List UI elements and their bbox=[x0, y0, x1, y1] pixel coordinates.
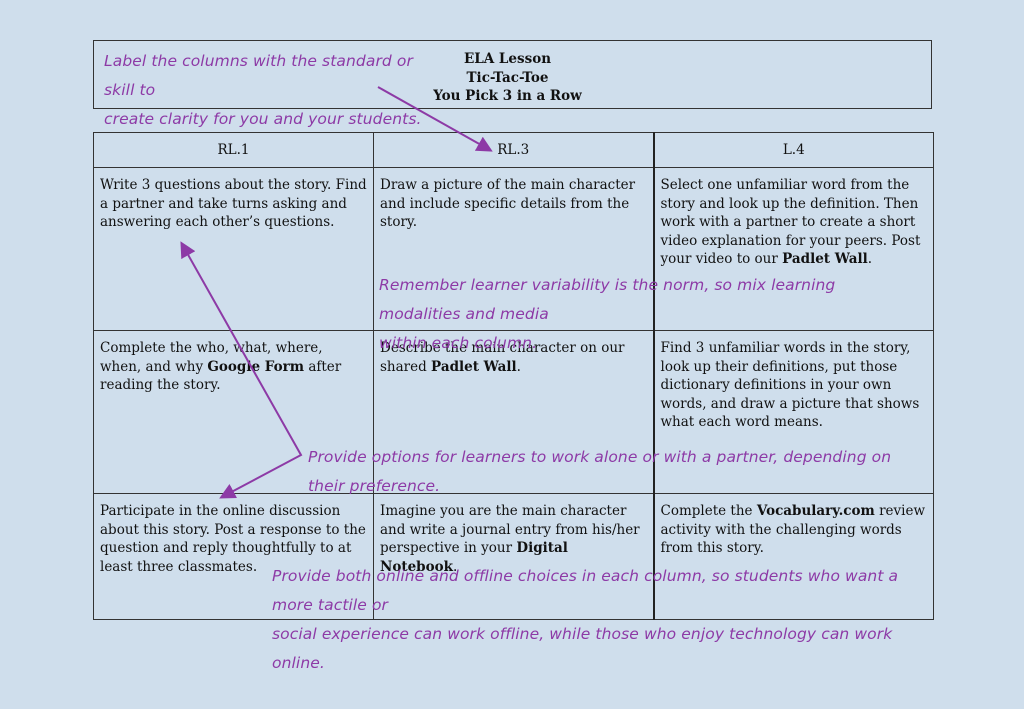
cell-text: Imagine you are the main character and w… bbox=[380, 503, 640, 556]
note-line: within each column. bbox=[379, 334, 538, 352]
padlet-wall-link: Padlet Wall bbox=[782, 251, 868, 267]
note-label-columns: Label the columns with the standard or s… bbox=[104, 47, 424, 134]
cell-r3-c3: Complete the Vocabulary.com review activ… bbox=[652, 493, 934, 620]
title-line-1: ELA Lesson bbox=[463, 51, 552, 67]
cell-text: Find 3 unfamiliar words in the story, lo… bbox=[660, 340, 920, 430]
column-header-row: RL.1 RL.3 L.4 bbox=[93, 132, 934, 168]
note-line: Remember learner variability is the norm… bbox=[379, 276, 836, 323]
cell-text: Write 3 questions about the story. Find … bbox=[100, 177, 367, 230]
title-line-2: Tic-Tac-Toe bbox=[466, 69, 549, 86]
cell-text: . bbox=[452, 558, 458, 575]
column-header-rl3: RL.3 bbox=[373, 132, 654, 168]
table-row: Write 3 questions about the story. Find … bbox=[93, 167, 934, 331]
note-line: create clarity for you and your students… bbox=[104, 110, 422, 128]
padlet-wall-link: Padlet Wall bbox=[431, 358, 517, 375]
cell-text: . bbox=[867, 251, 873, 267]
cell-r1-c3: Select one unfamiliar word from the stor… bbox=[652, 167, 934, 331]
digital-notebook-link: Digital Notebook bbox=[380, 540, 568, 575]
note-online-offline: Provide both online and offline choices … bbox=[272, 562, 912, 678]
note-line: Provide options for learners to work alo… bbox=[308, 448, 892, 495]
cell-r1-c2: Draw a picture of the main character and… bbox=[373, 167, 654, 331]
cell-r1-c1: Write 3 questions about the story. Find … bbox=[93, 167, 374, 331]
cell-r3-c2: Imagine you are the main character and w… bbox=[373, 493, 654, 620]
cell-r3-c1: Participate in the online discussion abo… bbox=[93, 493, 374, 620]
cell-text: review activity with the challenging wor… bbox=[660, 503, 926, 556]
column-header-l4: L.4 bbox=[652, 132, 934, 168]
cell-text: . bbox=[516, 358, 521, 375]
column-header-rl1: RL.1 bbox=[93, 132, 374, 168]
cell-text: Select one unfamiliar word from the stor… bbox=[660, 177, 921, 267]
cell-text: Participate in the online discussion abo… bbox=[100, 503, 366, 575]
vocabulary-link: Vocabulary.com bbox=[756, 503, 875, 519]
google-form-link: Google Form bbox=[207, 358, 305, 375]
cell-text: Draw a picture of the main character and… bbox=[380, 177, 636, 230]
note-work-options: Provide options for learners to work alo… bbox=[308, 443, 928, 501]
cell-text: Describe the main character on our share… bbox=[380, 340, 625, 375]
tic-tac-toe-grid: RL.1 RL.3 L.4 Write 3 questions about th… bbox=[93, 132, 934, 620]
cell-text: Complete the bbox=[660, 503, 757, 519]
cell-r2-c3: Find 3 unfamiliar words in the story, lo… bbox=[652, 330, 934, 494]
note-line: Provide both online and offline choices … bbox=[272, 567, 899, 614]
cell-r2-c2: Describe the main character on our share… bbox=[373, 330, 654, 494]
note-line: Label the columns with the standard or s… bbox=[104, 52, 413, 99]
note-learner-variability: Remember learner variability is the norm… bbox=[379, 271, 919, 358]
note-line: social experience can work offline, whil… bbox=[272, 625, 893, 672]
table-row: Participate in the online discussion abo… bbox=[93, 493, 934, 620]
